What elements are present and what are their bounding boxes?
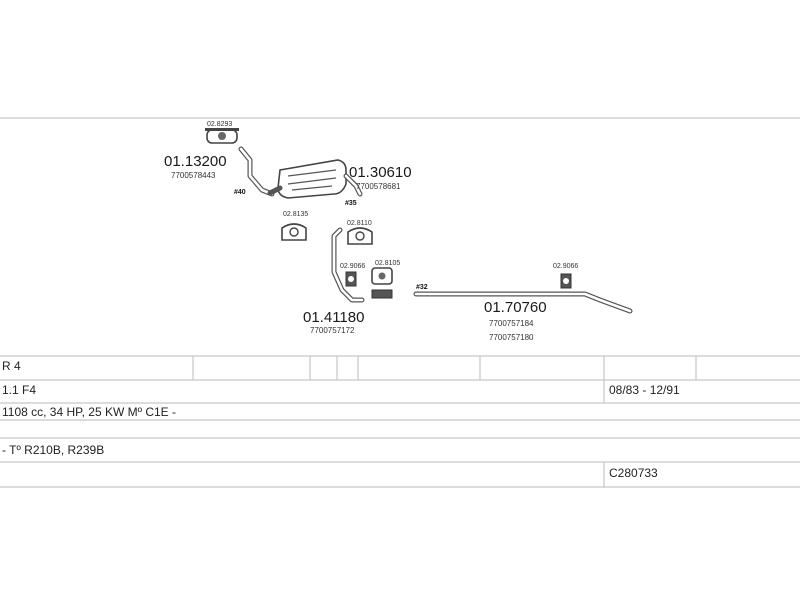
ref-32-label: #32 [416,284,428,291]
tail-pipe-oem-1: 7700757184 [489,319,534,328]
clamp-tail-icon[interactable] [560,273,572,289]
silencer-oem: 7700578681 [356,182,401,191]
front-pipe-code: 01.13200 [164,153,227,170]
clamp-mid1-code: 02.9066 [340,263,365,270]
tail-pipe-oem-2: 7700757180 [489,333,534,342]
silencer-icon[interactable] [267,159,363,199]
mount-right-icon[interactable] [347,227,373,245]
info-catalog-code: C280733 [609,466,658,480]
clamp-top-icon[interactable] [205,128,239,144]
front-pipe-icon[interactable] [238,146,275,197]
front-pipe-oem: 7700578443 [171,171,216,180]
info-model: R 4 [2,359,21,373]
info-specs: 1108 cc, 34 HP, 25 KW Mº C1E - [2,405,176,419]
silencer-code: 01.30610 [349,164,412,181]
middle-pipe-oem: 7700757172 [310,326,355,335]
clamp-mid2-code: 02.8105 [375,260,400,267]
middle-pipe-icon[interactable] [331,227,365,303]
mount-right-code: 02.8110 [347,220,372,227]
clamp-mid2-icon[interactable] [371,267,393,299]
mount-left-icon[interactable] [281,223,307,241]
ref-35-label: #35 [345,200,357,207]
clamp-tail-code: 02.9066 [553,263,578,270]
clamp-top-code: 02.8293 [207,121,232,128]
mount-left-code: 02.8135 [283,211,308,218]
middle-pipe-code: 01.41180 [303,309,364,326]
info-date-range: 08/83 - 12/91 [609,383,680,397]
tail-pipe-icon[interactable] [413,291,633,314]
clamp-mid1-icon[interactable] [345,271,357,287]
tail-pipe-code: 01.70760 [484,299,547,316]
info-types: - Tº R210B, R239B [2,443,104,457]
info-engine: 1.1 F4 [2,383,36,397]
ref-40-label: #40 [234,189,246,196]
